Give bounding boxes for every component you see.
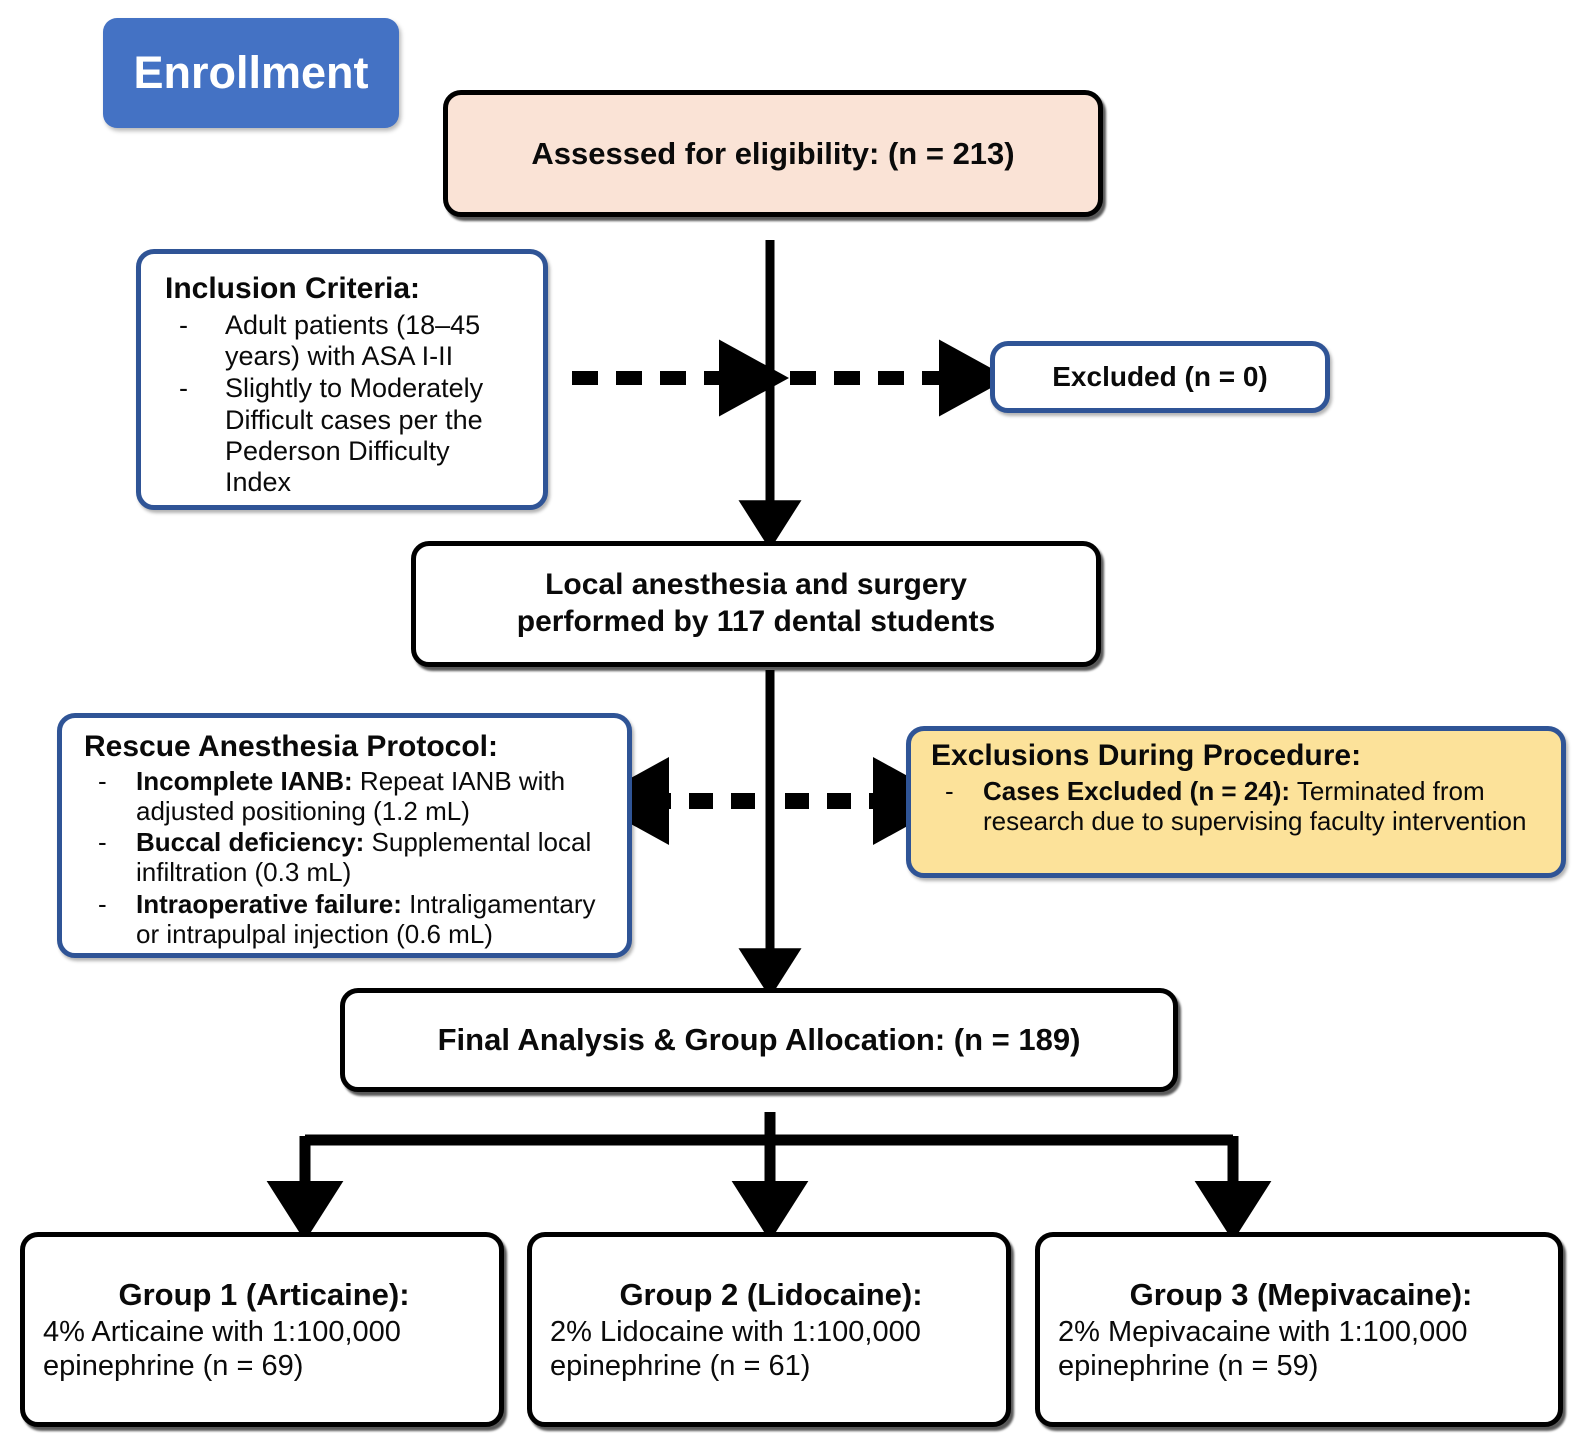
list-item: Cases Excluded (n = 24): Terminated from… <box>931 776 1547 836</box>
rescue-header: Rescue Anesthesia Protocol: <box>84 730 499 763</box>
node-assessed-for-eligibility: Assessed for eligibility: (n = 213) <box>443 90 1103 217</box>
node-rescue-anesthesia-protocol: Rescue Anesthesia Protocol: Incomplete I… <box>57 713 632 958</box>
node-local-anesthesia-and-surgery: Local anesthesia and surgery performed b… <box>411 541 1101 667</box>
node-final-analysis-group-allocation: Final Analysis & Group Allocation: (n = … <box>340 988 1178 1092</box>
list-item: Buccal deficiency: Supplemental local in… <box>84 827 611 887</box>
node-group-3-mepivacaine: Group 3 (Mepivacaine): 2% Mepivacaine wi… <box>1035 1232 1563 1427</box>
local-anesthesia-line-1: Local anesthesia and surgery <box>545 568 967 602</box>
stage-label-enrollment: Enrollment <box>103 18 399 128</box>
rescue-bullet-1-text: Repeat IANB with adjusted positioning (1… <box>136 766 566 827</box>
group-1-description: 4% Articaine with 1:100,000 epinephrine … <box>43 1315 401 1382</box>
inclusion-header: Inclusion Criteria: <box>165 272 421 305</box>
group-3-description: 2% Mepivacaine with 1:100,000 epinephrin… <box>1058 1315 1468 1382</box>
node-inclusion-criteria: Inclusion Criteria: Adult patients (18–4… <box>136 249 548 510</box>
enrollment-label: Enrollment <box>133 47 369 98</box>
node-group-1-articaine: Group 1 (Articaine): 4% Articaine with 1… <box>20 1232 504 1427</box>
group-3-title: Group 3 (Mepivacaine): <box>1129 1276 1473 1312</box>
list-item: Incomplete IANB: Repeat IANB with adjust… <box>84 766 611 826</box>
exclusions-bullet-list: Cases Excluded (n = 24): Terminated from… <box>931 776 1547 838</box>
rescue-bullet-2-text: Supplemental local infiltration (0.3 mL) <box>136 827 592 888</box>
group-2-description: 2% Lidocaine with 1:100,000 epinephrine … <box>550 1315 921 1382</box>
exclusions-header: Exclusions During Procedure: <box>931 739 1362 772</box>
final-analysis-text: Final Analysis & Group Allocation: (n = … <box>437 1022 1081 1057</box>
exclusions-bullet-1-label: Cases Excluded (n = 24): <box>983 776 1291 806</box>
excluded-text: Excluded (n = 0) <box>1052 361 1268 392</box>
local-anesthesia-line-2: performed by 117 dental students <box>516 605 996 638</box>
list-item: Slightly to Moderately Difficult cases p… <box>165 373 523 498</box>
rescue-bullet-3-label: Intraoperative failure: <box>136 888 402 919</box>
assessed-text: Assessed for eligibility: (n = 213) <box>531 135 1015 171</box>
node-exclusions-during-procedure: Exclusions During Procedure: Cases Exclu… <box>906 726 1566 878</box>
rescue-bullet-1-label: Incomplete IANB: <box>136 766 353 796</box>
group-2-title: Group 2 (Lidocaine): <box>619 1276 923 1312</box>
rescue-bullet-3-text: Intraligamentary or intrapulpal injectio… <box>136 888 596 949</box>
rescue-bullet-2-label: Buccal deficiency: <box>136 827 365 858</box>
list-item: Intraoperative failure: Intraligamentary… <box>84 889 611 949</box>
group-1-title: Group 1 (Articaine): <box>118 1276 410 1312</box>
rescue-bullet-list: Incomplete IANB: Repeat IANB with adjust… <box>84 766 611 950</box>
inclusion-bullet-list: Adult patients (18–45 years) with ASA I-… <box>165 310 523 500</box>
list-item: Adult patients (18–45 years) with ASA I-… <box>165 310 523 373</box>
node-group-2-lidocaine: Group 2 (Lidocaine): 2% Lidocaine with 1… <box>527 1232 1011 1427</box>
node-excluded: Excluded (n = 0) <box>990 341 1330 413</box>
exclusions-bullet-1-text: Terminated from research due to supervis… <box>983 776 1527 837</box>
